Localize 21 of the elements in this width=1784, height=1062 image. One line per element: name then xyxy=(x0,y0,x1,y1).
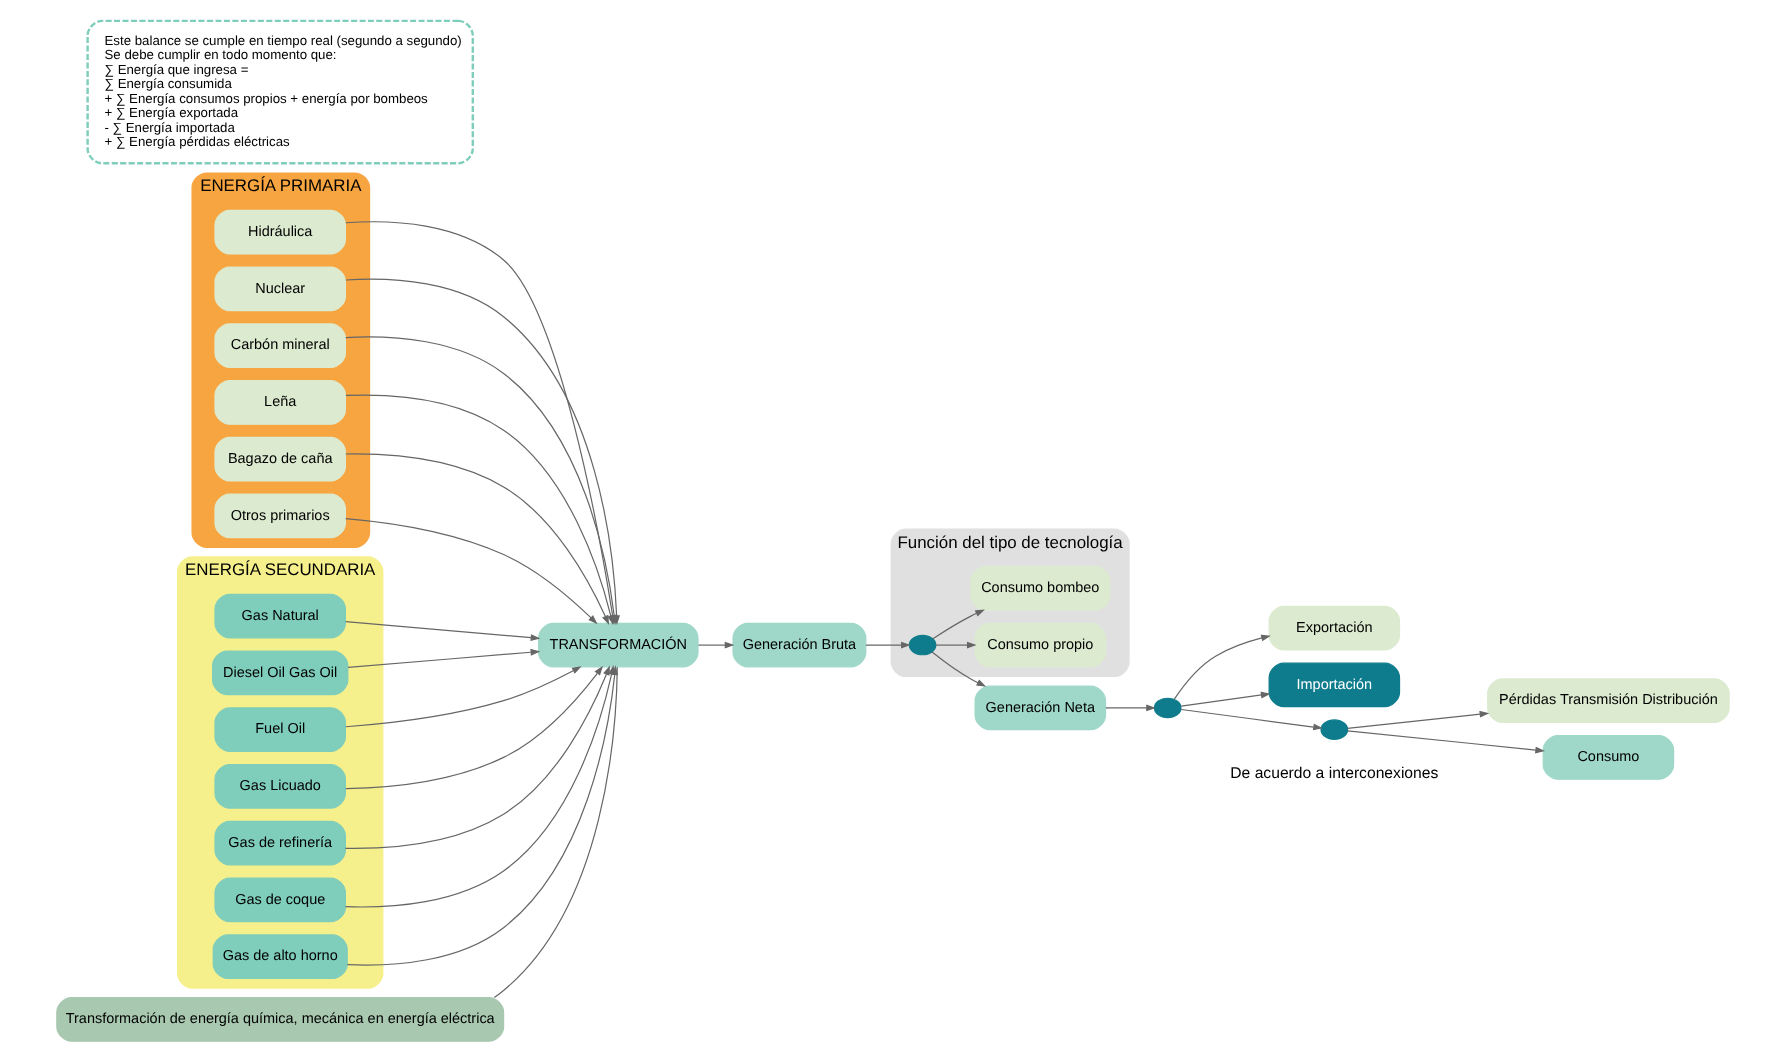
arrow xyxy=(343,665,609,849)
arrow xyxy=(344,666,581,728)
node-circle xyxy=(907,634,936,656)
arrow xyxy=(1345,730,1544,754)
arrow xyxy=(1104,704,1155,712)
arrow xyxy=(1179,691,1270,707)
arrow xyxy=(344,453,609,625)
arrow xyxy=(696,641,734,649)
node-circle xyxy=(1319,719,1348,740)
arrow xyxy=(1172,634,1270,701)
arrow xyxy=(344,621,540,642)
arrow xyxy=(344,518,597,625)
arrow xyxy=(1179,708,1322,731)
arrow xyxy=(934,641,976,649)
arrow xyxy=(1345,710,1489,729)
arrow xyxy=(930,651,986,687)
node-circle xyxy=(1152,697,1181,719)
arrow xyxy=(344,665,603,790)
arrow xyxy=(346,648,540,668)
arrow xyxy=(864,641,910,649)
arrow xyxy=(931,609,984,640)
